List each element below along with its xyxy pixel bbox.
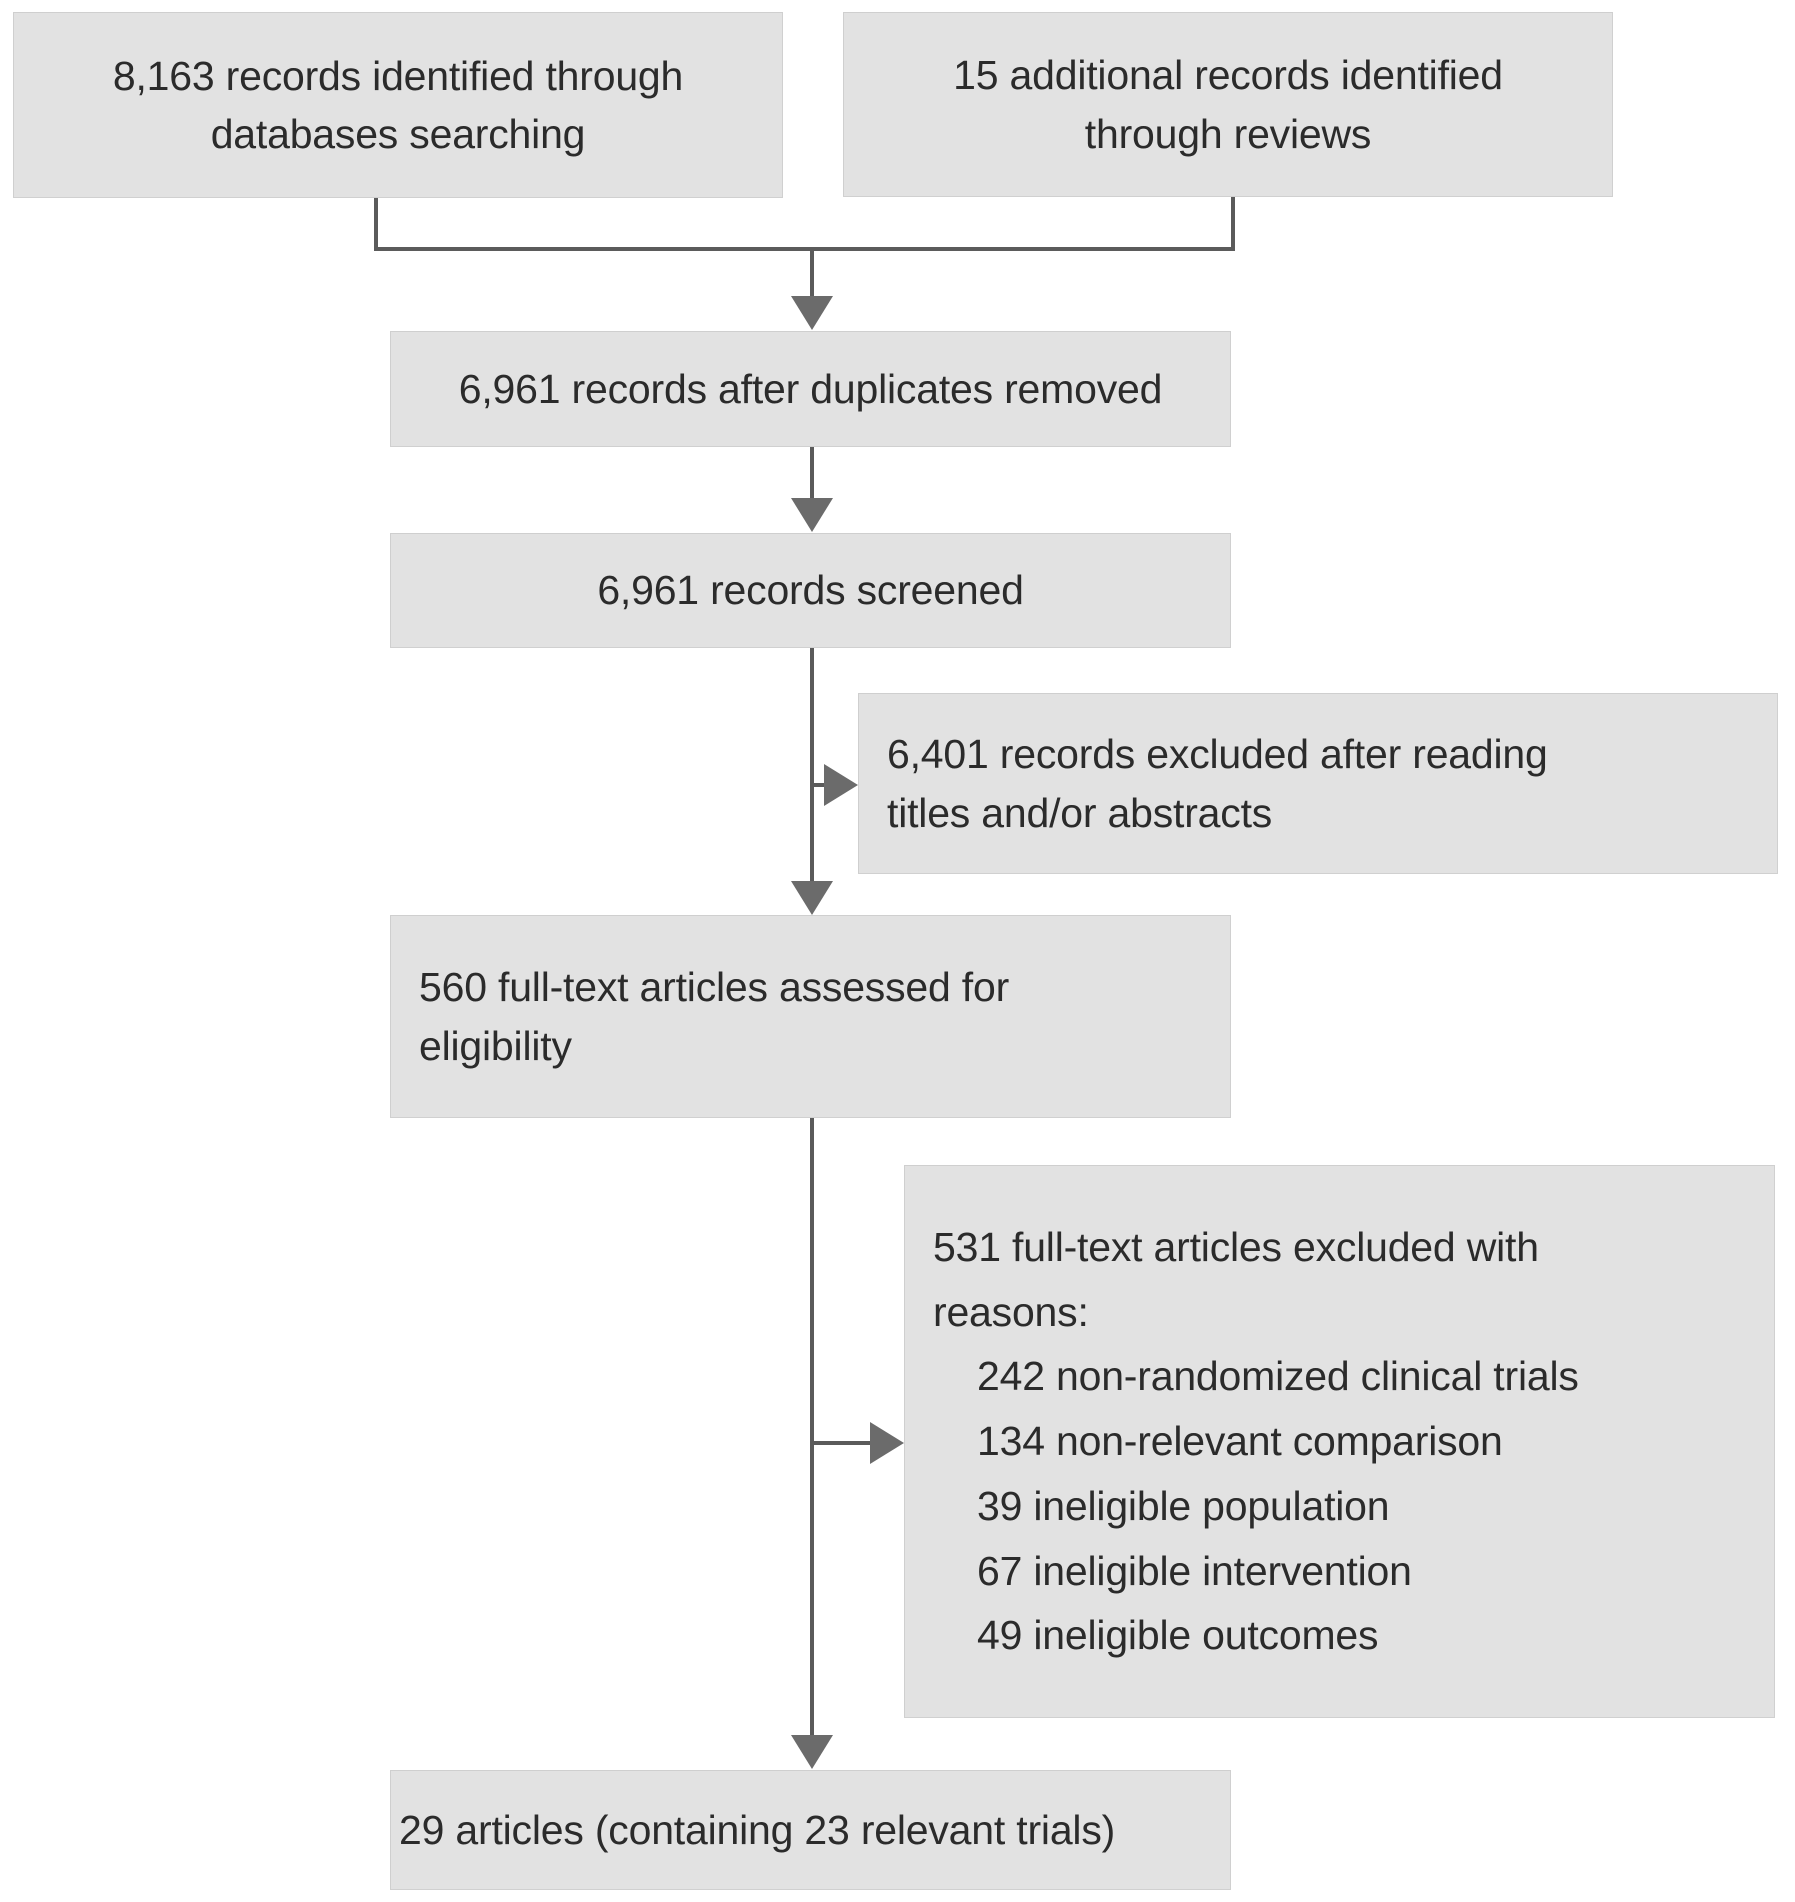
connector-dedup-to-screened: [810, 447, 814, 499]
arrowhead-dedup-to-screened: [791, 498, 833, 532]
node-fulltext-excluded-heading-line-2: reasons:: [933, 1288, 1089, 1335]
connector-fulltext-to-excluded: [810, 1441, 894, 1445]
node-fulltext-excluded-reason-5: 49 ineligible outcomes: [977, 1612, 1379, 1659]
node-fulltext-excluded-reason-4: 67 ineligible intervention: [977, 1547, 1412, 1594]
node-records-screened: 6,961 records screened: [390, 533, 1231, 648]
arrowhead-screened-to-fulltext: [791, 881, 833, 915]
connector-screened-trunk: [810, 648, 814, 884]
node-included-line-1: 29 articles (containing 23 relevant tria…: [399, 1806, 1116, 1853]
node-duplicates-removed: 6,961 records after duplicates removed: [390, 331, 1231, 447]
node-fulltext-excluded-heading-line-1: 531 full-text articles excluded with: [933, 1223, 1539, 1270]
node-fulltext-assessed-line-2: eligibility: [419, 1022, 572, 1069]
node-identification-reviews-line-1: 15 additional records identified: [953, 52, 1503, 99]
node-fulltext-excluded-reason-3: 39 ineligible population: [977, 1482, 1390, 1529]
connector-fulltext-trunk: [810, 1118, 814, 1738]
node-identification-databases-line-1: 8,163 records identified through: [112, 52, 684, 99]
connector-merge-to-dedup: [810, 247, 814, 302]
node-records-excluded-line-2: titles and/or abstracts: [887, 789, 1273, 836]
node-fulltext-excluded-reason-1: 242 non-randomized clinical trials: [977, 1353, 1579, 1400]
arrowhead-screened-to-excluded: [824, 764, 858, 806]
node-fulltext-excluded-reason-2: 134 non-relevant comparison: [977, 1418, 1503, 1465]
arrowhead-fulltext-to-excluded: [870, 1422, 904, 1464]
arrowhead-fulltext-to-included: [791, 1735, 833, 1769]
node-identification-databases: 8,163 records identified through databas…: [13, 12, 783, 198]
node-records-excluded: 6,401 records excluded after reading tit…: [858, 693, 1778, 874]
node-records-excluded-line-1: 6,401 records excluded after reading: [887, 731, 1548, 778]
connector-reviews-stub: [1231, 196, 1235, 251]
node-identification-reviews: 15 additional records identified through…: [843, 12, 1613, 197]
node-fulltext-excluded: 531 full-text articles excluded with rea…: [904, 1165, 1775, 1718]
node-included: 29 articles (containing 23 relevant tria…: [390, 1770, 1231, 1890]
connector-databases-stub: [374, 197, 378, 251]
node-fulltext-assessed-line-1: 560 full-text articles assessed for: [419, 964, 1010, 1011]
node-records-screened-line-1: 6,961 records screened: [597, 567, 1024, 614]
node-identification-databases-line-2: databases searching: [210, 111, 586, 157]
arrowhead-merge-to-dedup: [791, 296, 833, 330]
node-identification-reviews-line-2: through reviews: [1084, 110, 1372, 157]
node-fulltext-assessed: 560 full-text articles assessed for elig…: [390, 915, 1231, 1118]
connector-merge-bar: [374, 247, 1235, 251]
node-duplicates-removed-line-1: 6,961 records after duplicates removed: [458, 365, 1163, 412]
